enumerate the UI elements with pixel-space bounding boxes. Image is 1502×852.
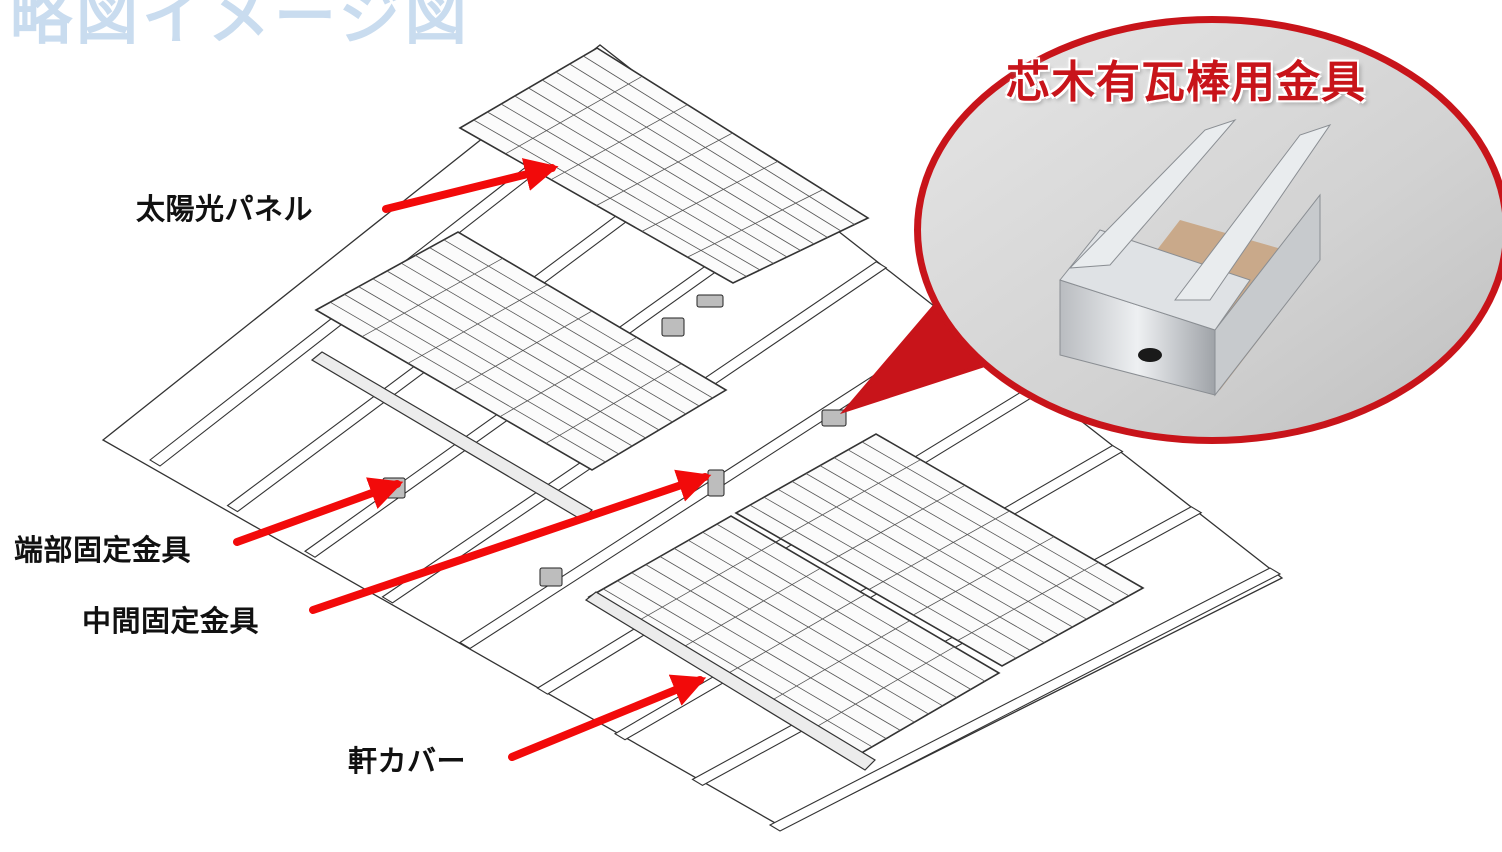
- roof-batten: [768, 567, 1282, 832]
- eave-cover-bars: [310, 351, 876, 771]
- callout-bubble: [839, 16, 1502, 444]
- arrow-end-clamp: [233, 477, 404, 546]
- label-solar-panel: 太陽光パネル: [136, 192, 314, 226]
- arrow-mid-clamp: [309, 469, 712, 614]
- solar-panels: [314, 47, 1145, 756]
- label-mid-clamp: 中間固定金具: [82, 604, 260, 638]
- label-eave-cover: 軒カバー: [348, 744, 467, 778]
- callout-title: 芯木有瓦棒用金具: [1006, 57, 1366, 108]
- end-clamp-front: [539, 567, 563, 587]
- label-end-clamp: 端部固定金具: [14, 533, 192, 567]
- solar-panel-front: [587, 515, 1001, 756]
- header-title-fragment: 略図イメージ図: [10, 0, 471, 53]
- rail-photo: [1059, 118, 1332, 397]
- solar-panel-top: [458, 47, 870, 284]
- solar-panel-right: [734, 433, 1145, 667]
- pointer-arrows: [233, 158, 712, 761]
- arrow-panel: [382, 158, 559, 213]
- mid-clamp-a: [707, 469, 725, 497]
- solar-panel-middle: [314, 231, 728, 471]
- arrow-eave-cover: [508, 674, 707, 761]
- end-clamp-top: [696, 294, 724, 308]
- end-clamp-upper: [661, 317, 685, 337]
